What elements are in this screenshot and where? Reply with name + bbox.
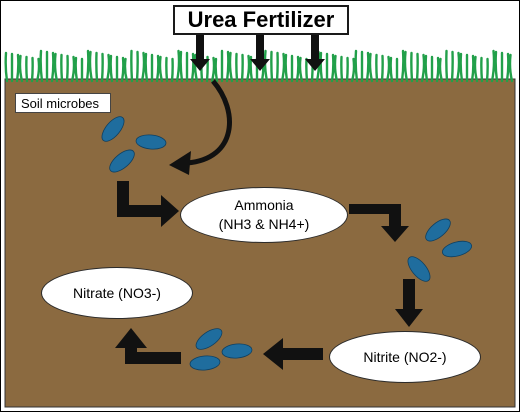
arrow-to-ammonia	[117, 181, 179, 227]
arrow-to-nitrite	[395, 279, 423, 327]
down-arrow-1	[190, 35, 210, 71]
microbe	[407, 256, 431, 282]
microbe	[221, 343, 253, 359]
arrow-to-nitrate	[115, 328, 181, 364]
microbes-cluster-2	[407, 218, 473, 282]
grass-blades	[4, 49, 514, 83]
urea-input-arrows	[190, 35, 325, 71]
grass-layer	[4, 49, 514, 83]
down-arrow-3	[305, 35, 325, 71]
ammonia-node: Ammonia (NH3 & NH4+)	[180, 187, 348, 243]
arrow-nitrite-to-microbes	[263, 338, 323, 370]
microbe	[189, 355, 221, 371]
nitrite-node: Nitrite (NO2-)	[329, 331, 481, 383]
microbe	[101, 116, 125, 142]
curved-arrow-head	[169, 151, 191, 175]
microbe	[135, 134, 167, 150]
ammonia-label: Ammonia	[234, 197, 294, 214]
microbe	[441, 240, 473, 258]
microbe	[195, 328, 223, 350]
microbe	[425, 218, 451, 242]
microbes-cluster-1	[101, 116, 167, 173]
microbe	[109, 149, 135, 173]
nitrite-label: Nitrite (NO2-)	[363, 348, 447, 365]
title-box: Urea Fertilizer	[173, 5, 349, 35]
ammonia-formula: (NH3 & NH4+)	[218, 216, 310, 232]
curved-arrow	[186, 79, 232, 166]
down-arrow-2	[250, 35, 270, 71]
microbes-cluster-3	[189, 328, 253, 371]
nitrate-label: Nitrate (NO3-)	[73, 284, 161, 301]
arrow-ammonia-to-microbes	[349, 204, 409, 242]
soil-microbes-label: Soil microbes	[15, 93, 111, 113]
nitrate-node: Nitrate (NO3-)	[41, 267, 193, 319]
